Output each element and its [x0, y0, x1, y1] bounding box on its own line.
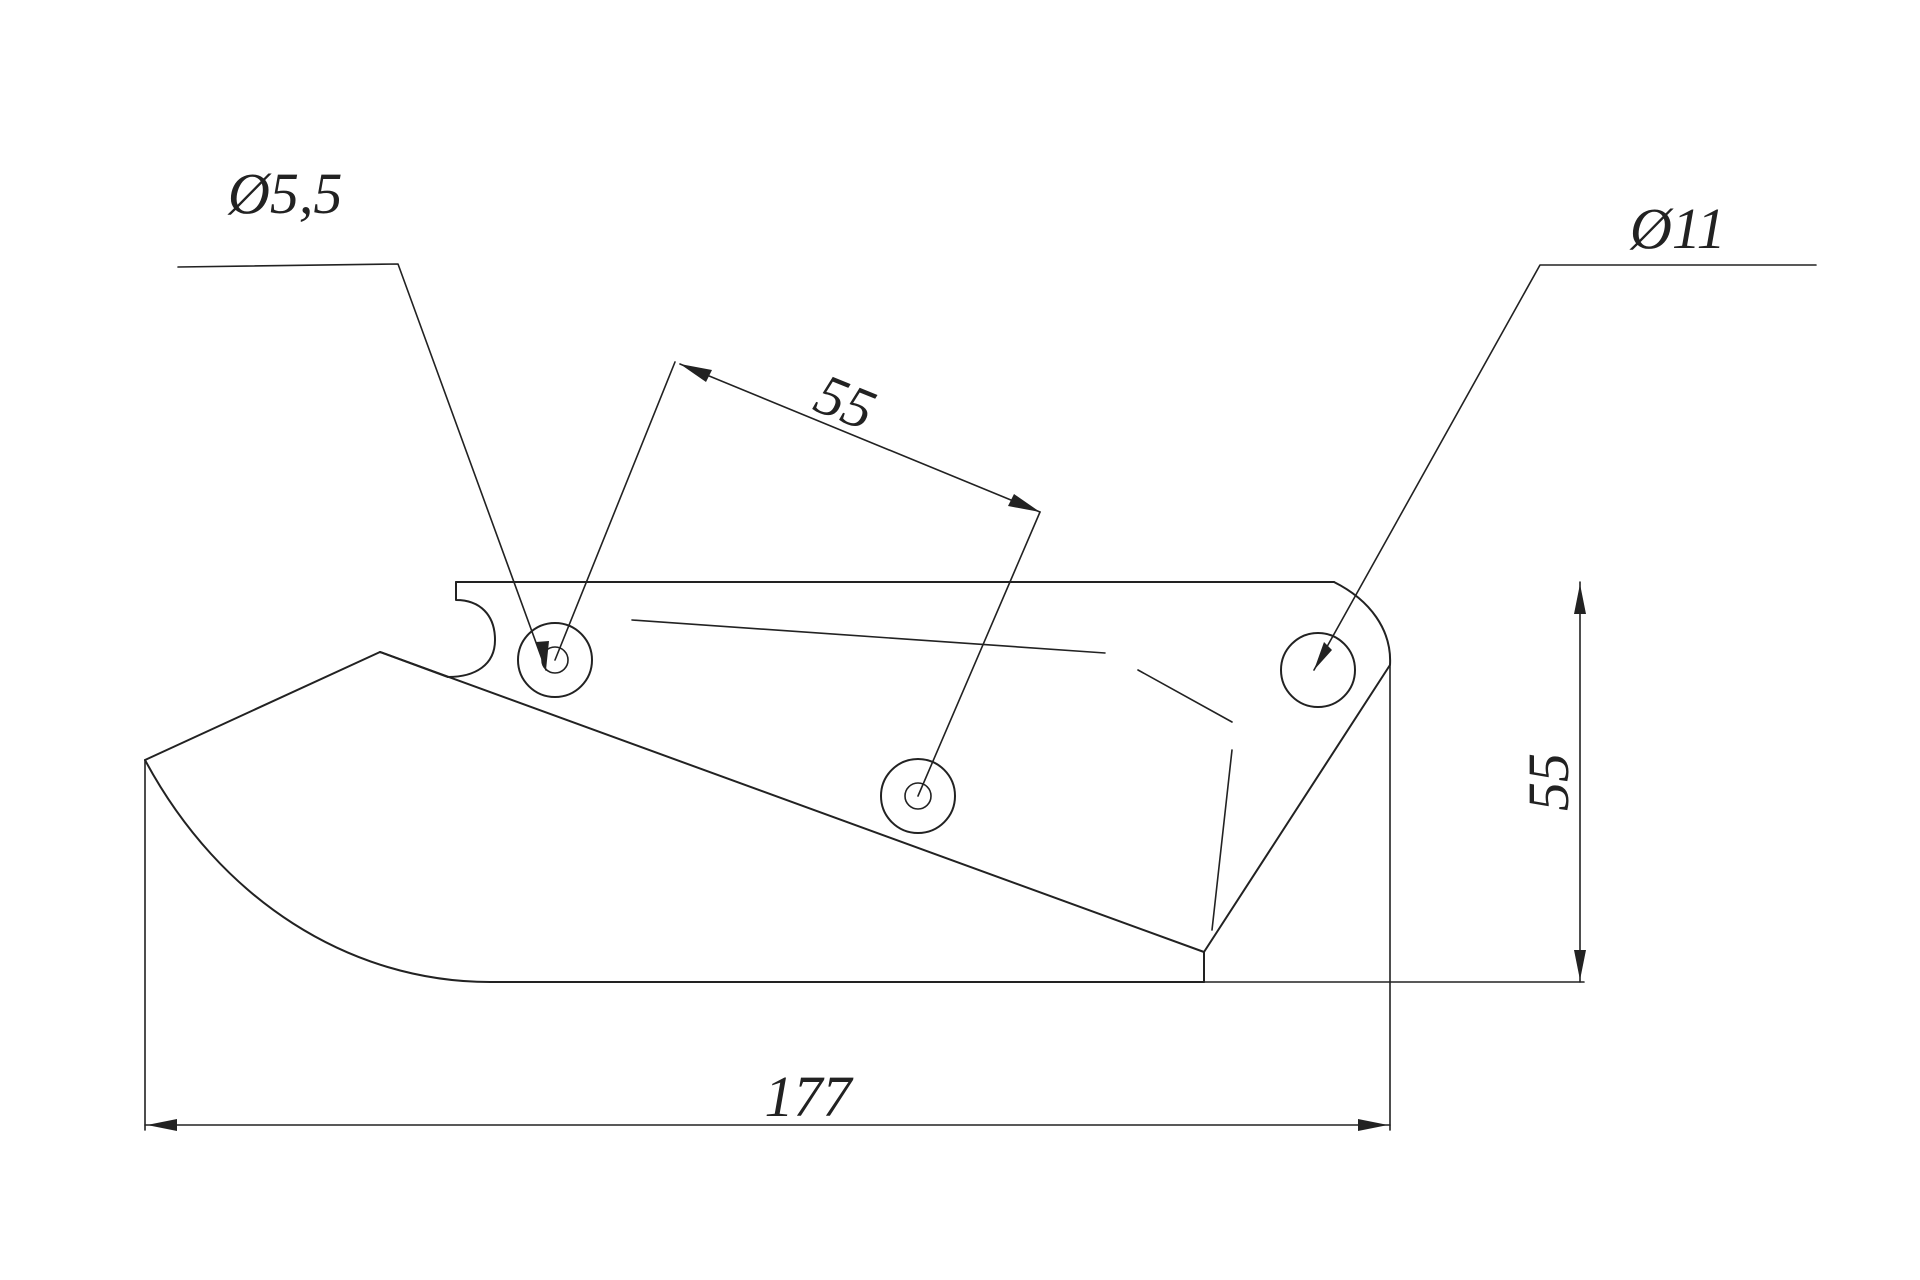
left-curved-edge — [144, 759, 491, 983]
hole-large — [1280, 632, 1356, 708]
holes — [517, 622, 1356, 834]
interior-lines — [631, 619, 1233, 931]
hole-large-diameter-label: Ø11 — [1629, 196, 1726, 261]
spacing-dimension-line — [679, 363, 1041, 513]
dimension-height: 55 — [1203, 581, 1586, 983]
spacing-extension-1 — [554, 361, 676, 661]
dimension-hole-spacing: 55 — [554, 361, 1041, 797]
top-left-notch — [447, 581, 496, 678]
hole-small-2 — [880, 758, 956, 834]
spacing-extension-2 — [917, 511, 1041, 797]
part-outline — [144, 581, 1392, 1131]
interior-line-2 — [1137, 669, 1233, 723]
upper-slanted-edge — [144, 651, 449, 761]
length-label: 177 — [765, 1064, 854, 1129]
dimension-length: 177 — [144, 1064, 1391, 1131]
long-diagonal-edge — [379, 651, 1205, 953]
leader-large-hole: Ø11 — [1313, 196, 1817, 671]
height-label: 55 — [1516, 753, 1581, 811]
interior-line-1 — [631, 619, 1106, 654]
hole-spacing-label: 55 — [806, 361, 884, 443]
interior-line-3 — [1211, 749, 1233, 931]
right-rounded-edge — [1203, 581, 1392, 953]
leader-small-hole: Ø5,5 — [177, 161, 549, 671]
hole-small-diameter-label: Ø5,5 — [227, 161, 342, 226]
